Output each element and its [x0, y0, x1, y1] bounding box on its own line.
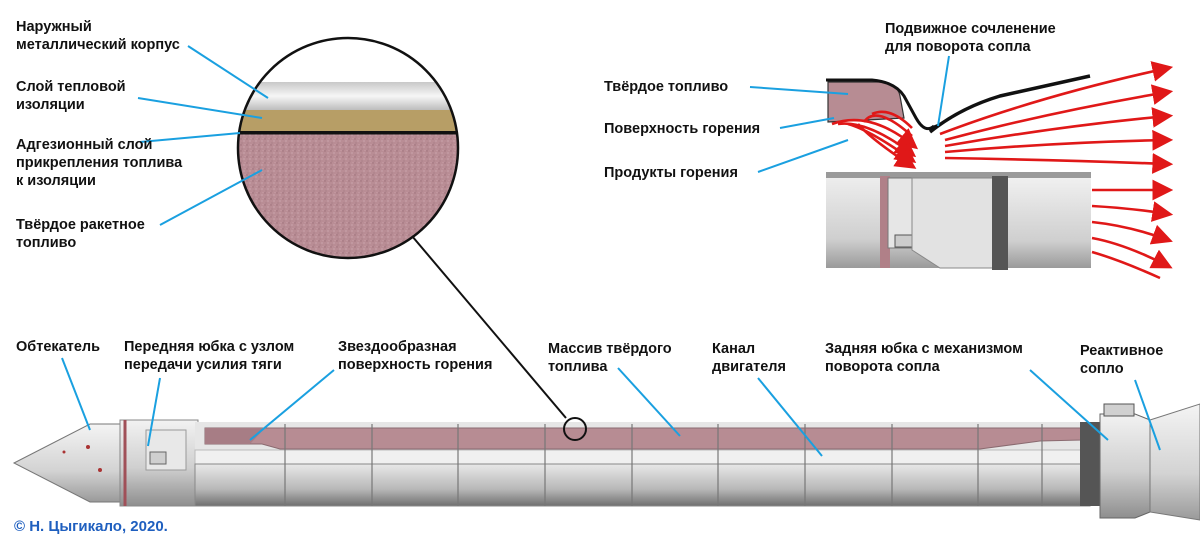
detail-circle [563, 417, 587, 441]
leader-lines [61, 45, 1161, 457]
nozzle-inset [826, 74, 1091, 270]
propellant-layer [238, 134, 458, 258]
label-combustion-products: Продукты горения [604, 165, 738, 181]
copyright-notice: © Н. Цыгикало, 2020. [14, 518, 168, 535]
label-solid-fuel: Твёрдое топливо [604, 79, 729, 95]
magnifier-connector [411, 235, 567, 419]
combustion-flow [831, 61, 1174, 280]
rocket-body [12, 403, 1200, 521]
label-fairing: Обтекатель [16, 339, 101, 355]
adhesion-layer [238, 131, 458, 135]
thermal-insulation-layer [238, 110, 458, 131]
layer-magnifier [238, 38, 458, 258]
outer-metal-layer [238, 82, 458, 110]
label-burn-surface: Поверхность горения [604, 121, 761, 137]
